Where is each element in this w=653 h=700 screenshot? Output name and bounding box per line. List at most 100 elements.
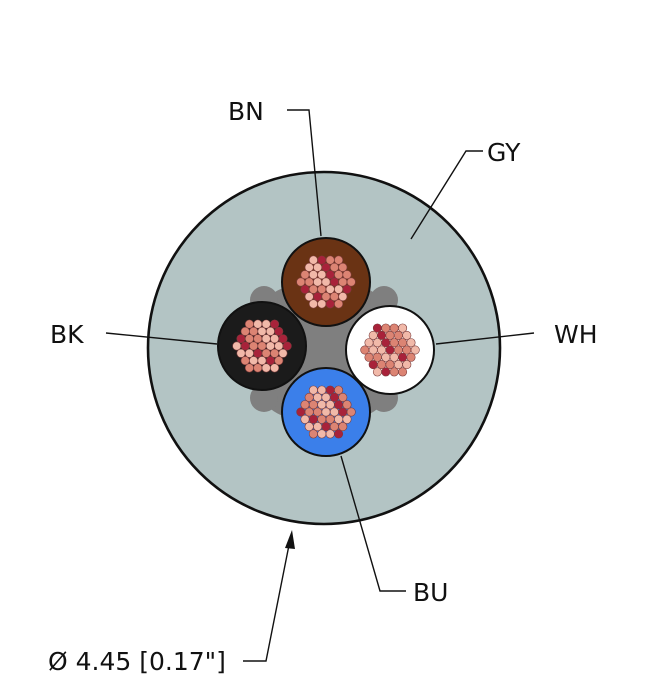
conductor-strand — [325, 400, 335, 410]
conductor-strand — [265, 326, 275, 336]
conductor-strand — [368, 360, 378, 370]
conductor-strand — [244, 319, 254, 329]
conductor-strand — [334, 270, 344, 280]
conductor-strand — [308, 385, 318, 395]
conductor-strand — [261, 319, 271, 329]
conductor-strand — [346, 277, 356, 287]
conductor-strand — [360, 345, 370, 355]
conductor-black — [217, 301, 307, 391]
conductor-strand — [329, 407, 339, 417]
conductor-strand — [232, 341, 242, 351]
leader-line-gray — [410, 150, 483, 240]
conductor-strand — [389, 338, 399, 348]
conductor-strand — [261, 363, 271, 373]
conductor-strand — [338, 292, 348, 302]
conductor-strand — [236, 334, 246, 344]
conductor-strand — [313, 292, 323, 302]
conductor-strand — [338, 422, 348, 432]
conductor-strand — [308, 299, 318, 309]
conductor-strand — [389, 367, 399, 377]
conductor-strand — [398, 323, 408, 333]
conductor-strand — [381, 352, 391, 362]
conductor-strand — [334, 255, 344, 265]
conductor-strand — [274, 326, 284, 336]
conductor-strand — [372, 323, 382, 333]
leader-line-blue — [340, 455, 406, 592]
conductor-strand — [253, 319, 263, 329]
conductor-strand — [240, 341, 250, 351]
conductor-strand — [385, 345, 395, 355]
conductor-strand — [321, 277, 331, 287]
conductor-strand — [402, 360, 412, 370]
conductor-strand — [313, 277, 323, 287]
conductor-strand — [325, 429, 335, 439]
label-brown: BN — [228, 97, 264, 126]
conductor-blue — [281, 367, 371, 457]
conductor-strand — [338, 407, 348, 417]
conductor-strand — [317, 270, 327, 280]
conductor-strand — [308, 255, 318, 265]
conductor-strand — [342, 414, 352, 424]
conductor-strand — [406, 338, 416, 348]
conductor-strand — [325, 299, 335, 309]
conductor-strand — [325, 385, 335, 395]
conductor-brown — [281, 237, 371, 327]
conductor-strand — [236, 348, 246, 358]
conductor-strand — [377, 345, 387, 355]
conductor-strand — [346, 407, 356, 417]
conductor-strand — [410, 345, 420, 355]
conductor-strand — [265, 356, 275, 366]
conductor-strand — [261, 348, 271, 358]
conductor-strand — [321, 392, 331, 402]
conductor-strand — [325, 414, 335, 424]
conductor-strand — [304, 262, 314, 272]
conductor-strand — [334, 385, 344, 395]
conductor-strand — [274, 341, 284, 351]
strand-bundle-brown — [296, 255, 356, 309]
strand-bundle-blue — [296, 385, 356, 439]
conductor-strand — [317, 299, 327, 309]
conductor-strand — [321, 422, 331, 432]
conductor-strand — [296, 277, 306, 287]
conductor-strand — [389, 352, 399, 362]
conductor-strand — [325, 284, 335, 294]
conductor-strand — [308, 270, 318, 280]
conductor-strand — [317, 414, 327, 424]
conductor-strand — [329, 422, 339, 432]
conductor-strand — [304, 422, 314, 432]
conductor-strand — [393, 330, 403, 340]
strand-bundle-black — [232, 319, 292, 373]
conductor-strand — [270, 348, 280, 358]
conductor-strand — [257, 341, 267, 351]
conductor-strand — [368, 345, 378, 355]
conductor-strand — [313, 392, 323, 402]
conductor-strand — [385, 330, 395, 340]
leader-line-diameter — [243, 539, 291, 662]
conductor-strand — [282, 341, 292, 351]
conductor-strand — [372, 352, 382, 362]
conductor-strand — [253, 334, 263, 344]
conductor-strand — [321, 292, 331, 302]
conductor-strand — [304, 392, 314, 402]
leader-line-white — [435, 332, 535, 345]
conductor-strand — [381, 367, 391, 377]
label-black: BK — [50, 320, 84, 349]
conductor-strand — [385, 360, 395, 370]
conductor-strand — [334, 414, 344, 424]
conductor-strand — [377, 330, 387, 340]
conductor-strand — [398, 338, 408, 348]
conductor-strand — [300, 400, 310, 410]
conductor-strand — [372, 367, 382, 377]
conductor-strand — [308, 429, 318, 439]
conductor-strand — [265, 341, 275, 351]
conductor-strand — [334, 284, 344, 294]
conductor-strand — [398, 367, 408, 377]
conductor-white — [345, 305, 435, 395]
conductor-strand — [317, 429, 327, 439]
label-gray: GY — [487, 138, 521, 167]
conductor-strand — [364, 352, 374, 362]
conductor-strand — [278, 348, 288, 358]
conductor-strand — [389, 323, 399, 333]
conductor-strand — [329, 292, 339, 302]
